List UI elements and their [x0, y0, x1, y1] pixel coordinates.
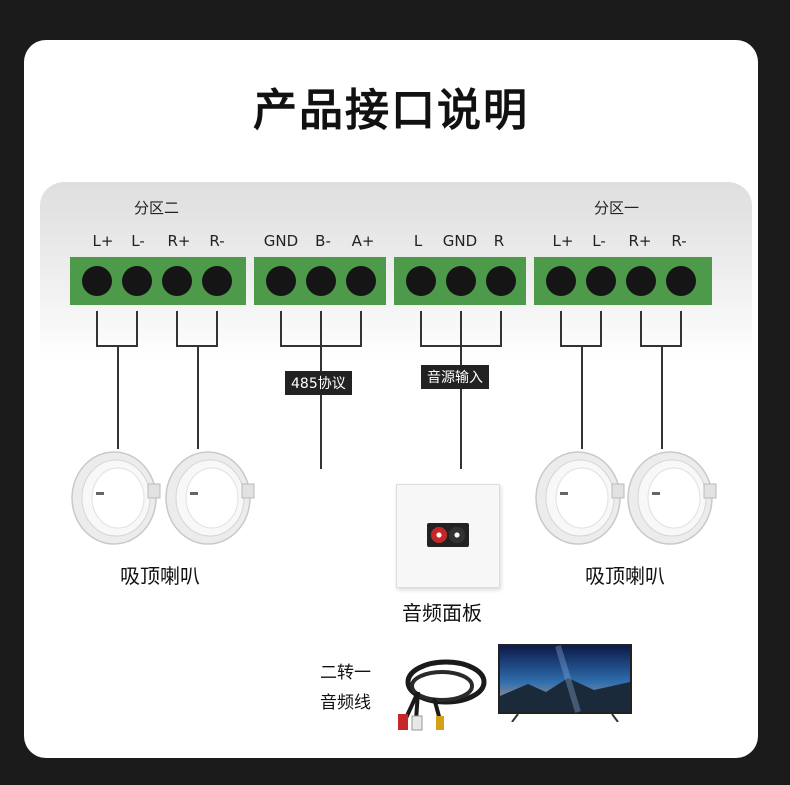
terminal-label: L: [413, 232, 423, 250]
wire: [216, 311, 218, 347]
audio-wall-panel: [396, 484, 500, 588]
wire: [197, 345, 199, 449]
wire: [360, 311, 362, 347]
page-title: 产品接口说明: [253, 85, 529, 136]
wire: [320, 345, 322, 469]
screw-terminal: [306, 266, 336, 296]
wire: [661, 345, 663, 449]
wire: [96, 311, 98, 347]
audio-input-tag: 音源输入: [421, 365, 489, 389]
wire: [136, 311, 138, 347]
wire: [176, 311, 178, 347]
zone-label-1: 分区一: [594, 199, 640, 217]
ceiling-speaker-icon: [535, 451, 625, 545]
ceiling-speaker-icon: [71, 451, 161, 545]
terminal-label: B-: [315, 232, 331, 250]
terminal-label: GND: [263, 232, 299, 250]
rs485-protocol-tag: 485协议: [285, 371, 352, 395]
wire: [680, 311, 682, 347]
screw-terminal: [266, 266, 296, 296]
terminal-label: L-: [131, 232, 145, 250]
terminal-label: L+: [552, 232, 574, 250]
screw-terminal: [626, 266, 656, 296]
screw-terminal: [486, 266, 516, 296]
screw-terminal: [446, 266, 476, 296]
screw-terminal: [586, 266, 616, 296]
wire: [280, 311, 282, 347]
red-rca-jack-icon: [431, 527, 447, 543]
ceiling-speaker-icon: [165, 451, 255, 545]
audio-panel-caption: 音频面板: [402, 601, 482, 625]
screw-terminal: [406, 266, 436, 296]
terminal-label: A+: [351, 232, 375, 250]
wire: [581, 345, 583, 449]
ceiling-speaker-icon: [627, 451, 717, 545]
terminal-label: L+: [92, 232, 114, 250]
screw-terminal: [346, 266, 376, 296]
cable-caption-line2: 音频线: [320, 693, 371, 713]
terminal-label: R: [493, 232, 505, 250]
wire: [560, 311, 562, 347]
left-speakers-caption: 吸顶喇叭: [120, 564, 200, 588]
terminal-label: R+: [167, 232, 191, 250]
zone-label-2: 分区二: [134, 199, 180, 217]
right-speakers-caption: 吸顶喇叭: [585, 564, 665, 588]
wire: [460, 311, 462, 347]
screw-terminal: [82, 266, 112, 296]
television-icon: [498, 644, 632, 722]
audio-input-terminal-block: [394, 257, 526, 305]
terminal-label: GND: [442, 232, 478, 250]
terminal-label: R-: [209, 232, 225, 250]
screw-terminal: [666, 266, 696, 296]
wire: [600, 311, 602, 347]
screw-terminal: [202, 266, 232, 296]
screw-terminal: [546, 266, 576, 296]
diagram-card: 产品接口说明 分区二 分区一 L+ L- R+ R- GND B- A+ L G…: [24, 40, 758, 758]
screw-terminal: [162, 266, 192, 296]
speaker-terminal-block-zone1: [534, 257, 712, 305]
wire: [460, 345, 462, 469]
cable-caption-line1: 二转一: [320, 663, 371, 683]
white-rca-jack-icon: [449, 527, 465, 543]
wire: [320, 311, 322, 347]
wire: [500, 311, 502, 347]
rs485-terminal-block: [254, 257, 386, 305]
wire: [420, 311, 422, 347]
terminal-label: R+: [628, 232, 652, 250]
screw-terminal: [122, 266, 152, 296]
speaker-terminal-block-zone2: [70, 257, 246, 305]
terminal-label: R-: [671, 232, 687, 250]
terminal-label: L-: [592, 232, 606, 250]
wire: [117, 345, 119, 449]
rca-socket: [427, 523, 469, 547]
rca-audio-cable-icon: [398, 659, 487, 731]
wire: [640, 311, 642, 347]
